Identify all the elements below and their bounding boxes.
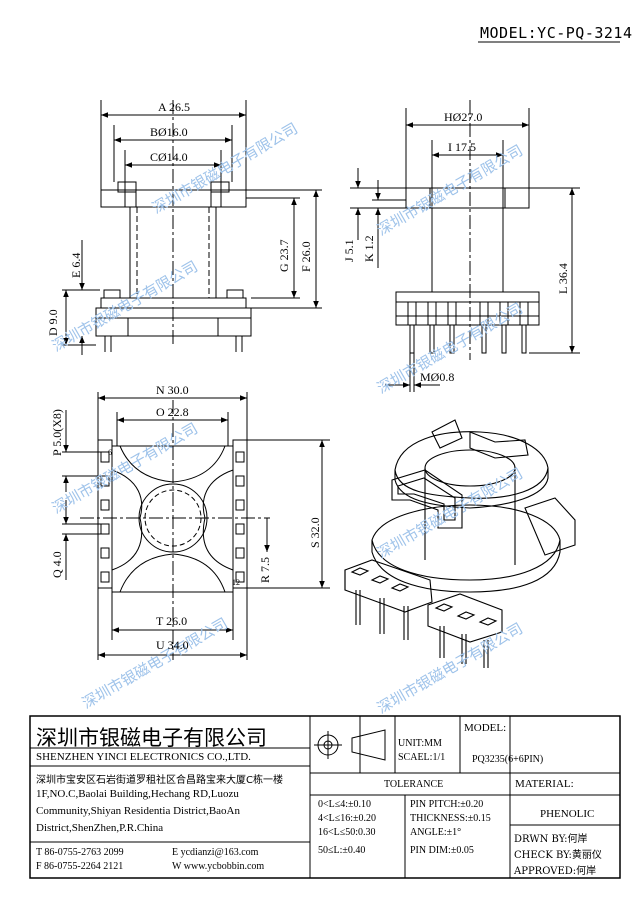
dim-N: N 30.0: [156, 383, 189, 397]
company-name-cn: 深圳市银磁电子有限公司: [36, 726, 267, 750]
dim-H: HØ27.0: [444, 110, 483, 124]
front-view: [62, 100, 322, 355]
pin-pads-left: [100, 451, 110, 583]
address-en-3: District,ShenZhen,P.R.China: [36, 822, 164, 834]
dim-A: A 26.5: [158, 100, 191, 114]
dim-U: U 34.0: [156, 638, 189, 652]
address-en-2: Community,Shiyan Residentia District,Bao…: [36, 805, 240, 817]
dim-J: J 5.1: [342, 239, 356, 262]
dim-E: E 6.4: [69, 252, 83, 278]
email: E ycdianzi@163.com: [172, 847, 259, 858]
bottom-view: [62, 392, 330, 660]
checked-by: CHECK BY:黄丽仪: [514, 850, 602, 861]
model-value: PQ3235(6+6PIN): [472, 754, 544, 765]
address-cn: 深圳市宝安区石岩街道罗租社区合昌路宝来大厦C栋一楼: [36, 775, 283, 786]
dim-C: CØ14.0: [150, 150, 188, 164]
tolerance-label: TOLERANCE: [384, 779, 444, 790]
pin-marker-12: 12: [232, 578, 240, 587]
unit: UNIT:MM: [398, 738, 442, 749]
pin-dim: PIN DIM:±0.05: [410, 845, 474, 856]
tolerance-2: 4<L≤16:±0.20: [318, 813, 377, 824]
dim-O: O 22.8: [156, 405, 189, 419]
isometric-view: [344, 419, 576, 668]
dim-M: MØ0.8: [420, 370, 455, 384]
pin-pads-right: [235, 451, 245, 583]
angle: ANGLE:±1°: [410, 827, 462, 838]
thickness: THICKNESS:±0.15: [410, 813, 491, 824]
tolerance-1: 0<L≤4:±0.10: [318, 799, 372, 810]
fax: F 86-0755-2264 2121: [36, 861, 124, 872]
address-en-1: 1F,NO.C,Baolai Building,Hechang RD,Luozu: [36, 788, 239, 800]
scale: SCAEL:1/1: [398, 752, 446, 763]
pin-marker-6: 6: [108, 448, 112, 457]
company-name-en: SHENZHEN YINCI ELECTRONICS CO.,LTD.: [36, 751, 251, 763]
telephone: T 86-0755-2763 2099: [36, 847, 124, 858]
drawn-by: DRWN BY:何岸: [514, 834, 588, 845]
dim-P: P 5.0(X8): [50, 409, 64, 456]
dim-F: F 26.0: [299, 241, 313, 272]
dim-B: BØ16.0: [150, 125, 188, 139]
material-label: MATERIAL:: [515, 778, 574, 790]
website: W www.ycbobbin.com: [172, 861, 265, 872]
dim-Q: Q 4.0: [50, 551, 64, 578]
dim-L: L 36.4: [556, 263, 570, 294]
material-value: PHENOLIC: [540, 808, 595, 820]
side-view: [350, 100, 580, 392]
approved-by: APPROVED:何岸: [514, 866, 597, 877]
dim-K: K 1.2: [362, 235, 376, 262]
dim-G: G 23.7: [277, 239, 291, 272]
pin-pitch: PIN PITCH:±0.20: [410, 799, 484, 810]
projection-symbol: [314, 729, 386, 761]
tolerance-4: 50≤L:±0.40: [318, 845, 366, 856]
model-label: MODEL:: [464, 722, 507, 734]
tolerance-3: 16<L≤50:0.30: [318, 827, 376, 838]
title-block: [29, 715, 621, 879]
dim-I: I 17.5: [448, 140, 476, 154]
dim-D: D 9.0: [46, 309, 60, 336]
model-header: MODEL:YC-PQ-3214: [480, 24, 633, 42]
dim-R: R 7.5: [258, 556, 272, 583]
dim-T: T 26.0: [156, 614, 188, 628]
dim-S: S 32.0: [308, 517, 322, 548]
